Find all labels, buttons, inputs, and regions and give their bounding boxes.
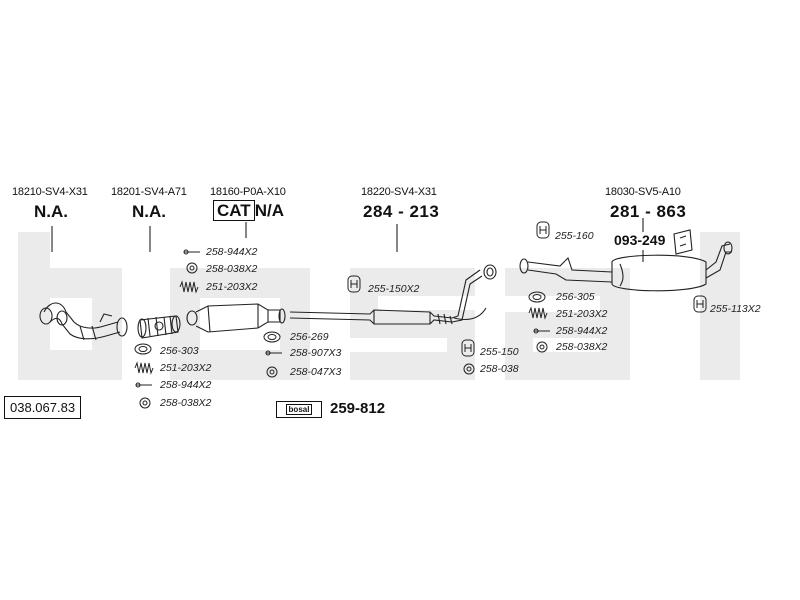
rear-muffler-icon — [519, 241, 733, 292]
fitting-label: 255-113X2 — [710, 303, 761, 315]
fitting-label: 255-160 — [555, 230, 594, 242]
flex-pipe-icon — [137, 315, 181, 339]
fitting-label: 251-203X2 — [160, 362, 212, 374]
part-number: 18220-SV4-X31 — [361, 186, 437, 198]
fitting-label: 258-944X2 — [556, 325, 608, 337]
spring-icon — [528, 306, 548, 320]
fitting-label: 258-944X2 — [206, 246, 258, 258]
part-number: 18030-SV5-A10 — [605, 186, 681, 198]
part-number: 18201-SV4-A71 — [111, 186, 187, 198]
bolt-icon — [265, 350, 282, 356]
bolt-icon — [183, 249, 200, 255]
fitting-label: 258-047X3 — [290, 366, 342, 378]
group-label: 284 - 213 — [363, 202, 440, 221]
middle-pipe-icon — [289, 264, 497, 325]
catalytic-converter-icon — [186, 303, 286, 333]
nut-icon — [186, 262, 198, 274]
group-label: N.A. — [34, 202, 68, 221]
fitting-label: 255-150 — [480, 346, 519, 358]
rubber-hanger-icon — [461, 339, 475, 357]
front-pipe-icon — [39, 302, 128, 341]
gasket-icon — [134, 343, 152, 355]
fitting-label: 258-038X2 — [206, 263, 258, 275]
spring-icon — [134, 361, 154, 375]
fitting-label: 258-944X2 — [160, 379, 212, 391]
fitting-label: 258-907X3 — [290, 347, 342, 359]
gasket-icon — [263, 331, 281, 343]
nut-icon — [536, 341, 548, 353]
rubber-hanger-icon — [693, 295, 707, 313]
group-label: 281 - 863 — [610, 202, 687, 221]
fitting-label: 258-038 — [480, 363, 519, 375]
bosal-kit-badge: bosal — [276, 401, 322, 418]
nut-icon — [139, 397, 151, 409]
gasket-icon — [528, 291, 546, 303]
spring-icon — [179, 280, 199, 294]
reference-code: 038.067.83 — [4, 396, 82, 419]
fitting-label: 256-269 — [290, 331, 329, 343]
cat-badge: CAT — [213, 200, 255, 221]
bosal-kit-number: 259-812 — [330, 400, 386, 417]
rubber-hanger-icon — [347, 275, 361, 293]
bolt-icon — [533, 328, 550, 334]
hanger-bracket-icon — [673, 229, 693, 255]
sub-part-label: 093-249 — [614, 232, 666, 248]
part-number: 18160-P0A-X10 — [210, 186, 286, 198]
fitting-label: 251-203X2 — [556, 308, 608, 320]
part-number: 18210-SV4-X31 — [12, 186, 88, 198]
fitting-label: 251-203X2 — [206, 281, 258, 293]
fitting-label: 256-305 — [556, 291, 595, 303]
rubber-hanger-icon — [536, 221, 550, 239]
nut-icon — [463, 363, 475, 375]
bolt-icon — [135, 382, 152, 388]
fitting-label: 255-150X2 — [368, 283, 420, 295]
nut-icon — [266, 366, 278, 378]
group-label: N.A. — [132, 202, 166, 221]
fitting-label: 258-038X2 — [160, 397, 212, 409]
bosal-kit-brand: bosal — [285, 404, 313, 415]
fitting-label: 256-303 — [160, 345, 199, 357]
fitting-label: 258-038X2 — [556, 341, 608, 353]
group-label: N/A — [254, 201, 284, 220]
